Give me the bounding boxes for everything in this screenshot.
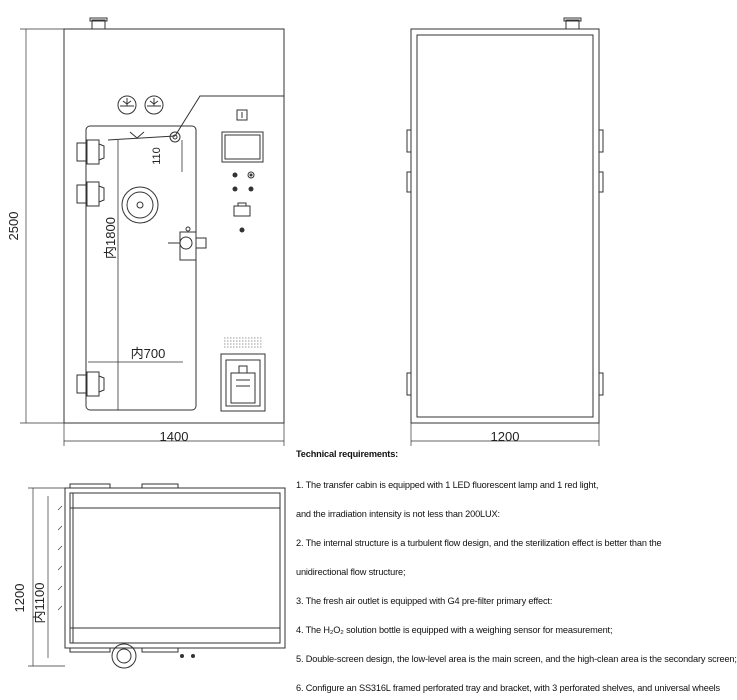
side-view bbox=[406, 17, 604, 446]
hinge-icon bbox=[76, 139, 105, 165]
hinge-icon bbox=[76, 181, 105, 207]
top-inner-depth-dimension: 内1100 bbox=[32, 583, 47, 624]
power-switch-icon bbox=[236, 109, 248, 121]
side-width-dimension: 1200 bbox=[491, 429, 520, 444]
usb-port-icon bbox=[233, 205, 251, 217]
top-depth-dimension: 1200 bbox=[12, 584, 27, 613]
round-port-icon bbox=[111, 643, 137, 669]
inner-width-dimension: 内700 bbox=[131, 346, 166, 361]
offset-dimension: 110 bbox=[151, 147, 163, 165]
indicator-light-icon bbox=[232, 186, 238, 192]
technical-requirements-title: Technical requirements: bbox=[296, 449, 399, 459]
requirement-line: 2. The internal structure is a turbulent… bbox=[296, 538, 662, 548]
front-cabinet-outline bbox=[63, 28, 285, 424]
requirement-line: and the irradiation intensity is not les… bbox=[296, 509, 500, 519]
door-handle-icon bbox=[168, 226, 207, 261]
front-height-dimension: 2500 bbox=[6, 212, 21, 241]
h2o2-bottle-compartment bbox=[220, 353, 266, 412]
requirement-line: 3. The fresh air outlet is equipped with… bbox=[296, 596, 553, 606]
indicator-light-icon bbox=[232, 172, 238, 178]
front-view bbox=[20, 17, 285, 446]
vent-grille-icon bbox=[224, 337, 262, 348]
technical-drawing: 2500 1400 内1800 内700 110 1200 1200 内1100 bbox=[6, 17, 604, 669]
pressure-gauge-icon bbox=[117, 95, 137, 115]
technical-requirements: Technical requirements: 1. The transfer … bbox=[296, 446, 737, 700]
requirement-line: 5. Double-screen design, the low-level a… bbox=[296, 654, 737, 664]
requirement-line: 6. Configure an SS316L framed perforated… bbox=[296, 683, 720, 693]
inner-height-dimension: 内1800 bbox=[103, 217, 118, 259]
pressure-gauge-icon bbox=[144, 95, 164, 115]
top-cabinet-outline bbox=[64, 487, 286, 649]
front-width-dimension: 1400 bbox=[160, 429, 189, 444]
requirement-line: 4. The H₂O₂ solution bottle is equipped … bbox=[296, 625, 613, 635]
latch-pivot-icon bbox=[169, 131, 181, 143]
side-cabinet-outline bbox=[410, 28, 600, 424]
display-screen bbox=[221, 131, 264, 163]
requirement-line: unidirectional flow structure; bbox=[296, 567, 406, 577]
hinge-icon bbox=[76, 371, 105, 397]
requirement-line: 1. The transfer cabin is equipped with 1… bbox=[296, 480, 599, 490]
indicator-light-icon bbox=[247, 171, 255, 179]
indicator-light-icon bbox=[248, 186, 254, 192]
inner-door-outline bbox=[85, 125, 197, 411]
top-view bbox=[28, 483, 286, 669]
round-viewport-icon bbox=[121, 186, 159, 224]
